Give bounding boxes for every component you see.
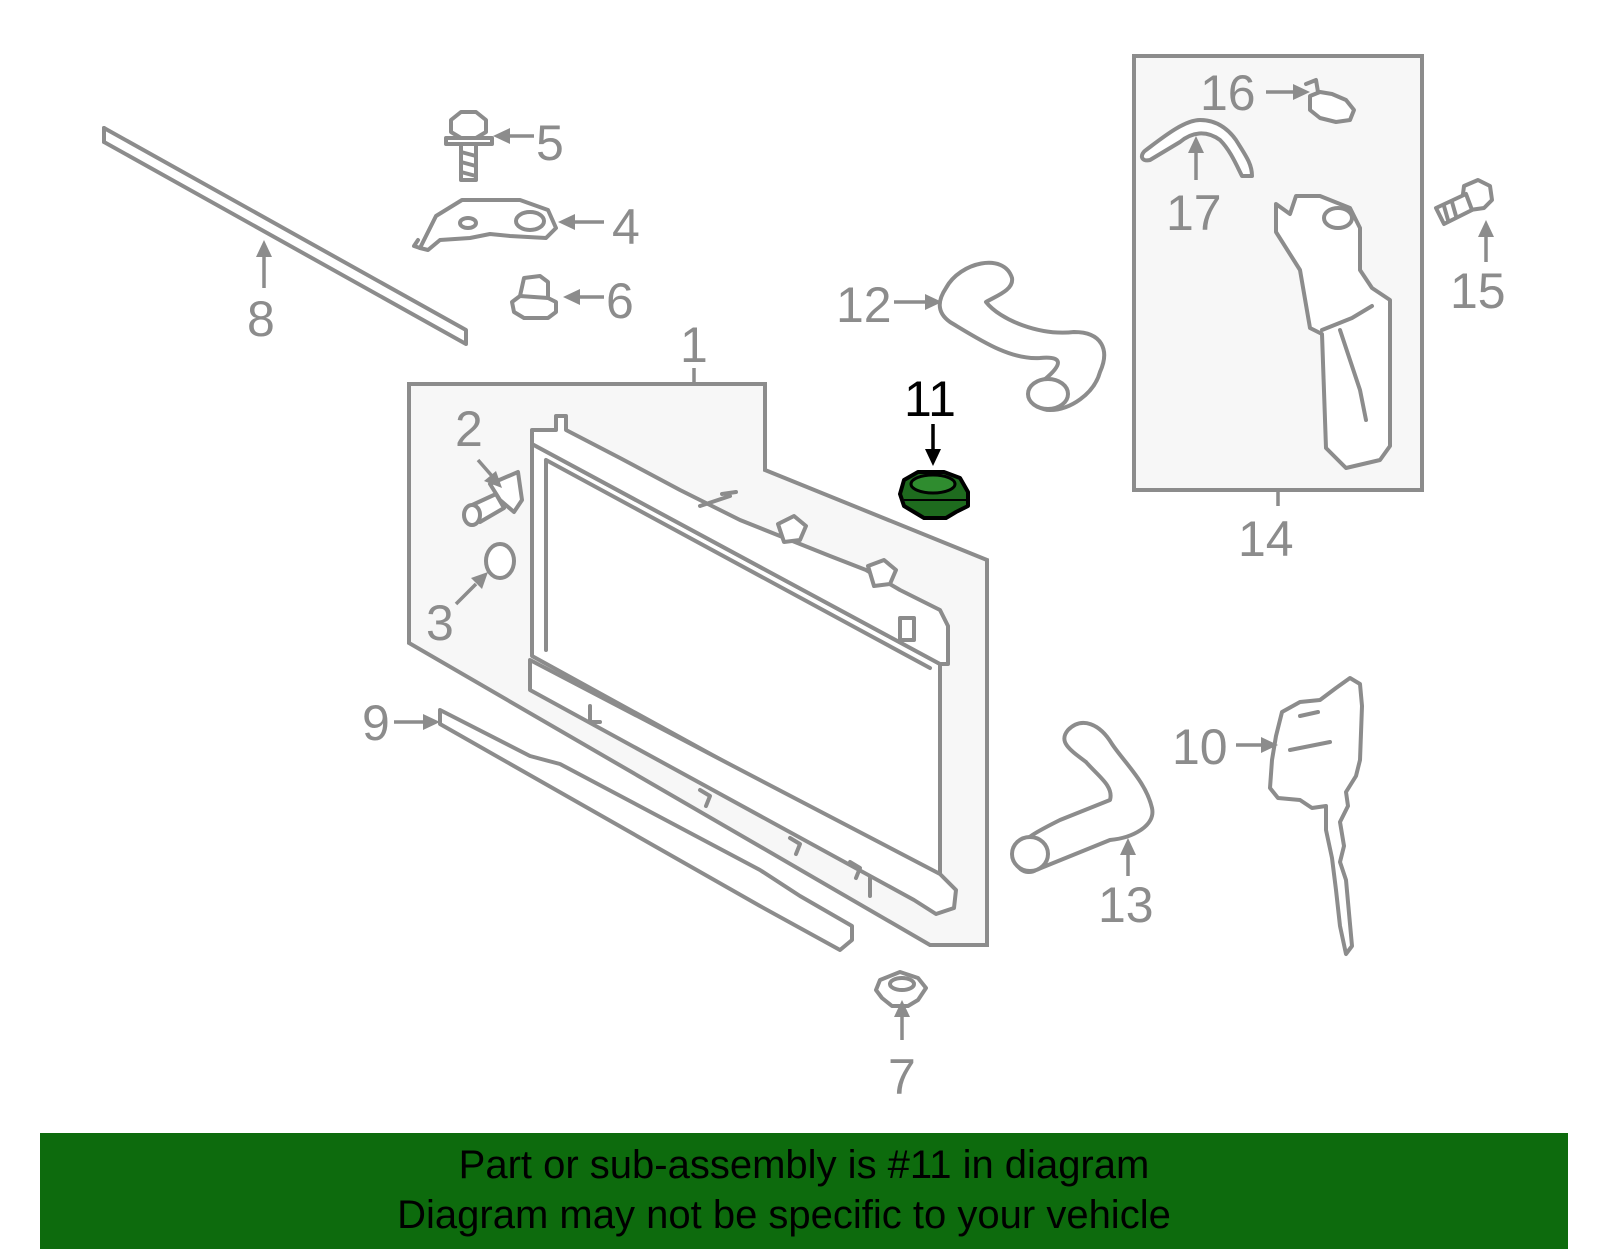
part-6-grommet[interactable] <box>510 274 558 320</box>
banner-line-disclaimer: Diagram may not be specific to your vehi… <box>397 1193 1171 1237</box>
callout-3: 3 <box>426 595 454 651</box>
callout-4: 4 <box>612 199 640 255</box>
info-banner: Part or sub-assembly is #11 in diagram D… <box>40 1133 1568 1249</box>
callout-10: 10 <box>1172 719 1228 775</box>
part-1-radiator[interactable] <box>528 414 958 916</box>
part-15-bolt[interactable] <box>1434 178 1494 226</box>
callout-8: 8 <box>247 291 275 347</box>
part-5-bolt[interactable] <box>444 110 494 182</box>
callout-16: 16 <box>1200 65 1256 121</box>
callout-9: 9 <box>362 695 390 751</box>
part-3-o-ring[interactable] <box>484 542 516 580</box>
callout-13: 13 <box>1098 877 1154 933</box>
part-8-upper-seal[interactable] <box>102 126 468 346</box>
part-11-radiator-cap[interactable] <box>898 470 970 520</box>
part-17-overflow-hose[interactable] <box>1139 118 1254 178</box>
callout-5: 5 <box>536 115 564 171</box>
callout-1: 1 <box>680 317 708 373</box>
part-9-lower-seal[interactable] <box>438 708 854 952</box>
banner-line-part-number: Part or sub-assembly is #11 in diagram <box>458 1143 1150 1187</box>
callout-15: 15 <box>1450 263 1506 319</box>
callout-7: 7 <box>888 1049 916 1105</box>
part-16-reservoir-cap[interactable] <box>1304 78 1356 124</box>
part-10-air-guide[interactable] <box>1268 676 1364 956</box>
part-14-reservoir-tank[interactable] <box>1274 194 1392 470</box>
callout-6: 6 <box>606 273 634 329</box>
part-7-grommet[interactable] <box>874 970 928 1008</box>
callout-2: 2 <box>455 401 483 457</box>
part-13-lower-hose[interactable] <box>1010 721 1155 874</box>
callout-17: 17 <box>1166 185 1222 241</box>
callout-11: 11 <box>904 371 956 427</box>
part-12-upper-hose[interactable] <box>937 260 1106 412</box>
callout-14: 14 <box>1238 511 1294 567</box>
part-4-bracket[interactable] <box>412 198 558 252</box>
callout-12: 12 <box>836 277 892 333</box>
